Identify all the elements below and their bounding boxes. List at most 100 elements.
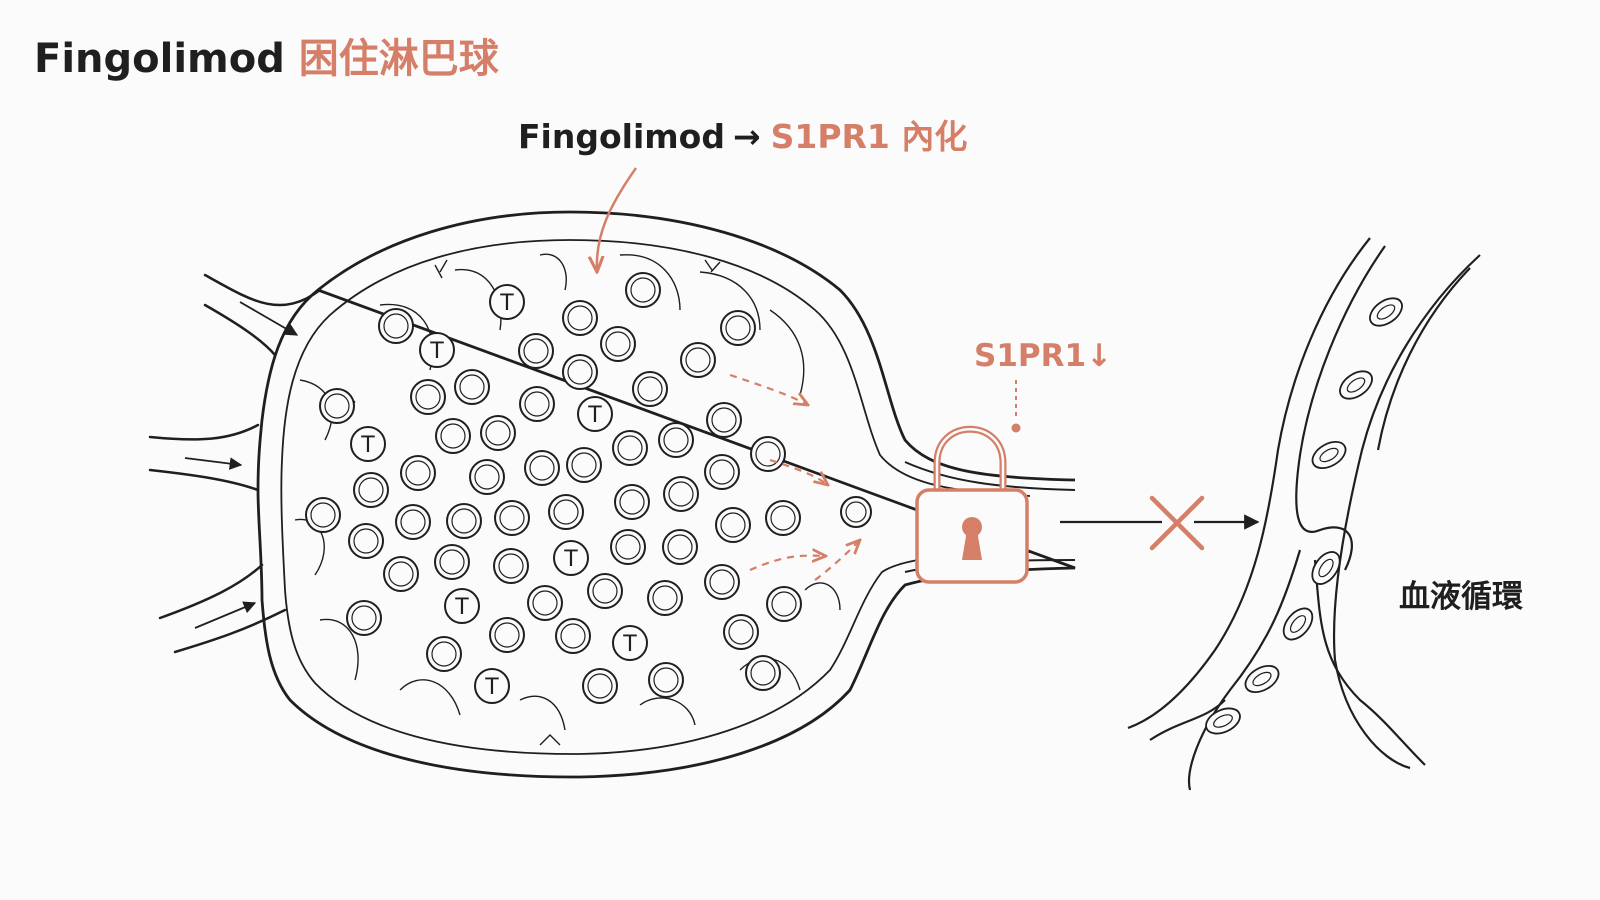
lymphocyte <box>750 436 786 472</box>
lymphocyte <box>614 484 650 520</box>
mechanism-pointer-arrow <box>597 167 638 272</box>
escaping-lymphocyte <box>840 496 872 528</box>
lymphocyte <box>434 544 470 580</box>
red-blood-cell <box>1205 707 1241 735</box>
cortical-septa <box>294 253 841 746</box>
lymphocyte <box>562 300 598 336</box>
t-cell: T <box>577 396 613 432</box>
t-cell: T <box>489 284 525 320</box>
red-blood-cell <box>1244 664 1280 694</box>
t-cell-mark: T <box>429 339 444 364</box>
lymphocyte <box>378 308 414 344</box>
t-cell: T <box>444 588 480 624</box>
lymphocyte-group <box>305 272 802 704</box>
lymphocyte <box>680 342 716 378</box>
egress-arrows <box>729 373 860 581</box>
lymphocyte <box>426 636 462 672</box>
t-cell-mark: T <box>622 632 637 657</box>
lymphocyte <box>662 529 698 565</box>
lymphocyte <box>715 507 751 543</box>
blood-vessel <box>1127 237 1481 791</box>
lymphocyte <box>518 333 554 369</box>
afferent-flow-arrows <box>184 301 299 629</box>
lymphocyte <box>410 379 446 415</box>
mechanism-arrow: → <box>733 117 761 156</box>
receptor-pointer-dot <box>1011 423 1021 433</box>
red-blood-cell <box>1369 297 1403 327</box>
t-cell-mark: T <box>563 547 578 572</box>
lymphocyte <box>663 476 699 512</box>
lymphocyte <box>446 503 482 539</box>
t-cell-mark: T <box>499 291 514 316</box>
red-blood-cell <box>1311 440 1347 470</box>
lymphocyte <box>489 617 525 653</box>
lymphocyte <box>745 655 781 691</box>
flow-arrow-middle <box>184 457 243 470</box>
lymph-node-capsule <box>256 210 1076 779</box>
lymphocyte <box>548 494 584 530</box>
t-cell-mark: T <box>360 433 375 458</box>
lymphocyte <box>612 430 648 466</box>
egress-arrow-2 <box>769 458 828 485</box>
subcapsular-sinus <box>280 239 1031 755</box>
title-drug: Fingolimod <box>34 36 285 82</box>
lymphocyte <box>600 326 636 362</box>
lymphocyte <box>582 668 618 704</box>
lymphocyte <box>383 556 419 592</box>
blocked-x-icon <box>1149 495 1205 551</box>
red-blood-cell <box>1339 370 1373 400</box>
lymphocyte <box>723 614 759 650</box>
lymphocyte <box>480 415 516 451</box>
blood-circulation-label: 血液循環 <box>1399 579 1524 615</box>
lock-icon <box>915 425 1029 584</box>
afferent-vessel-bottom <box>158 563 264 620</box>
afferent-vessel-top <box>203 273 322 307</box>
lymphocyte <box>493 548 529 584</box>
lymphocyte <box>469 459 505 495</box>
lymphocyte <box>305 497 341 533</box>
red-blood-cell <box>1282 607 1314 641</box>
lymphocyte <box>720 310 756 346</box>
lymphocyte <box>346 600 382 636</box>
lymphocyte <box>765 500 801 536</box>
t-cell-mark: T <box>454 595 469 620</box>
lymphocyte <box>353 472 389 508</box>
page-title: Fingolimod 困住淋巴球 <box>34 26 499 84</box>
lymphocyte <box>610 529 646 565</box>
t-cell-group: T T T T T T T T <box>350 284 648 704</box>
lymphocyte <box>395 504 431 540</box>
mechanism-label: Fingolimod→S1PR1 內化 <box>518 117 967 156</box>
title-caption: 困住淋巴球 <box>298 36 499 82</box>
lymphocyte <box>555 618 591 654</box>
lymphocyte <box>562 354 598 390</box>
egress-arrow-4 <box>814 540 860 581</box>
egress-arrow-3 <box>749 556 826 572</box>
blocked-egress <box>1060 495 1260 551</box>
lymphocyte <box>454 369 490 405</box>
t-cell: T <box>553 540 589 576</box>
lymphocyte <box>632 371 668 407</box>
lymphocyte <box>648 662 684 698</box>
mechanism-effect: S1PR1 內化 <box>771 117 968 156</box>
flow-arrow-bottom <box>194 601 257 629</box>
afferent-vessel-middle <box>148 423 260 441</box>
receptor-label: S1PR1↓ <box>974 338 1112 374</box>
lymphocyte <box>706 402 742 438</box>
t-cell: T <box>612 625 648 661</box>
lymphocyte <box>566 447 602 483</box>
t-cell: T <box>419 332 455 368</box>
lymphocyte <box>435 418 471 454</box>
t-cell: T <box>350 426 386 462</box>
lymphocyte <box>704 454 740 490</box>
lymphocyte <box>704 564 740 600</box>
red-blood-cell-group <box>1205 297 1403 735</box>
t-cell-mark: T <box>484 675 499 700</box>
lymphocyte <box>524 450 560 486</box>
lymphocyte <box>527 585 563 621</box>
lymphocyte <box>400 455 436 491</box>
lymphocyte <box>519 386 555 422</box>
lymphocyte <box>494 500 530 536</box>
flow-arrow-top <box>239 301 299 336</box>
